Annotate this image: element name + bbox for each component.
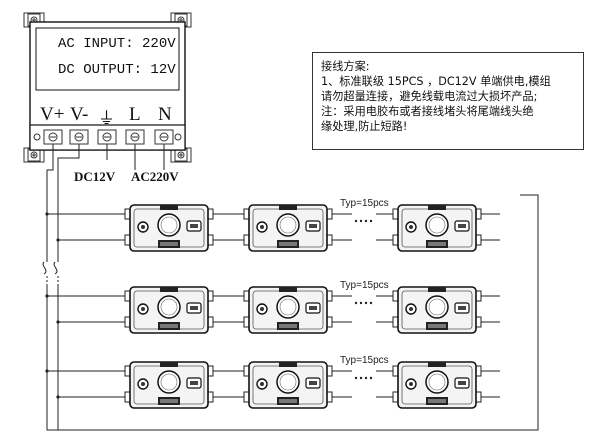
ellipsis-dot (354, 219, 358, 223)
led-module-icon (124, 286, 214, 334)
ellipsis-dot (359, 219, 363, 223)
ellipsis-dot (364, 376, 368, 380)
junction-dot (45, 212, 49, 216)
module-chains (45, 204, 500, 409)
module-chain-row (45, 286, 500, 334)
ellipsis-dot (359, 376, 363, 380)
chain-3-typ-label: Typ=15pcs (340, 355, 389, 366)
terminal-screw-icon (154, 129, 174, 145)
mount-hole-icon (174, 148, 188, 162)
note-line: 注：采用电胶布或者接线堵头将尾端线头绝 (321, 105, 534, 118)
ellipsis-dot (364, 301, 368, 305)
note-line: 缘处理,防止短路! (321, 120, 408, 133)
junction-dot (56, 395, 60, 399)
power-supply (23, 12, 192, 163)
terminal-screw-icon (97, 129, 117, 145)
chain-2-typ-label: Typ=15pcs (340, 280, 389, 291)
terminal-vminus-label: V- (70, 104, 89, 125)
ellipsis-dot (354, 376, 358, 380)
led-module-icon (243, 361, 333, 409)
chain-1-typ-label: Typ=15pcs (340, 198, 389, 209)
wires (42, 144, 539, 431)
ellipsis-dot (369, 301, 373, 305)
ac220v-label: AC220V (131, 169, 179, 184)
led-module-icon (243, 204, 333, 252)
dc-output-label: DC OUTPUT: 12V (58, 62, 176, 78)
dc12v-label: DC12V (74, 169, 116, 184)
led-module-icon (124, 361, 214, 409)
terminal-screw-icon (125, 129, 145, 145)
led-module-icon (124, 204, 214, 252)
terminal-n-label: N (158, 104, 172, 125)
wiring-note-box: 接线方案: 1、标准联级 15PCS ，DC12V 单端供电,模组 请勿超量连接… (312, 52, 584, 150)
terminal-screw-icon (69, 129, 89, 145)
mount-hole-icon (27, 148, 41, 162)
module-chain-row (45, 361, 500, 409)
junction-dot (56, 238, 60, 242)
terminal-ground-icon: ⏚ (98, 109, 115, 128)
terminal-vplus-label: V+ (40, 104, 65, 125)
led-module-icon (392, 204, 482, 252)
ac-input-label: AC INPUT: 220V (58, 36, 176, 52)
ellipsis-dot (369, 219, 373, 223)
junction-dot (45, 369, 49, 373)
ellipsis-dot (359, 301, 363, 305)
terminal-l-label: L (129, 104, 141, 125)
note-title: 接线方案: (321, 60, 370, 73)
module-chain-row (45, 204, 500, 252)
note-line: 请勿超量连接，避免线载电流过大损坏产品; (321, 90, 538, 103)
junction-dot (56, 320, 60, 324)
ellipsis-dot (364, 219, 368, 223)
led-module-icon (392, 361, 482, 409)
terminal-screw-icon (43, 129, 63, 145)
led-module-icon (392, 286, 482, 334)
note-line: 1、标准联级 15PCS ，DC12V 单端供电,模组 (321, 75, 551, 88)
ellipsis-dot (354, 301, 358, 305)
ellipsis-dot (369, 376, 373, 380)
junction-dot (45, 294, 49, 298)
led-module-icon (243, 286, 333, 334)
